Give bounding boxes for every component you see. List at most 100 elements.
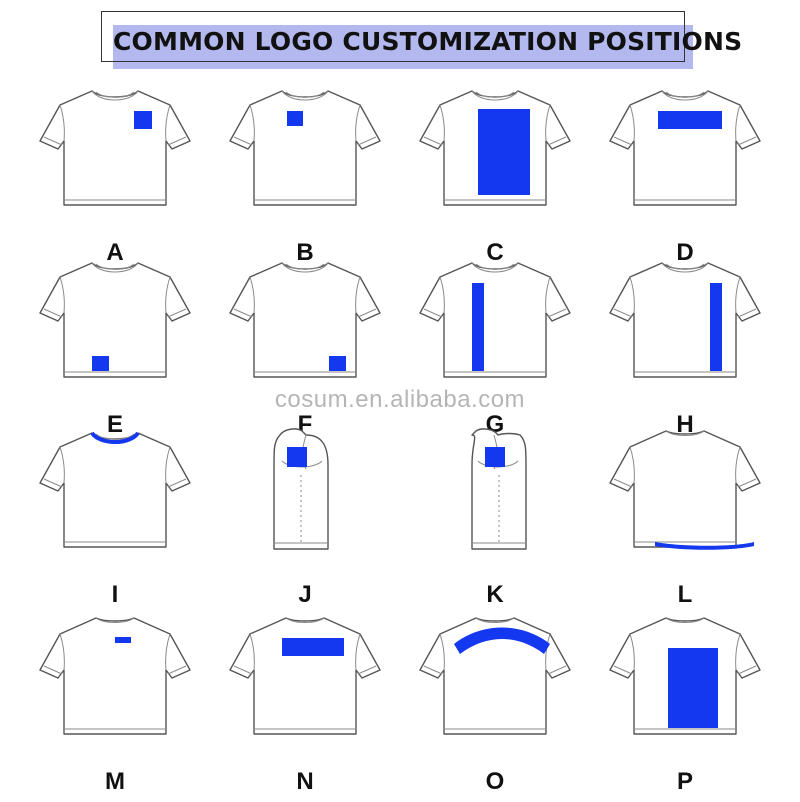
tshirt-outline [229,617,381,735]
tshirt-outline [39,432,191,548]
left-cuff-line [233,136,253,146]
tshirt-diagram-m [39,617,191,735]
collar-line [665,617,705,623]
left-armhole-line [59,104,65,142]
logo-layer [282,638,344,656]
collar-line [91,90,139,101]
tshirt-diagram-l [609,430,761,550]
position-o: O [400,612,590,802]
tshirt-diagram-a [39,90,191,206]
position-j: J [210,425,400,615]
logo-layer [454,627,550,654]
position-d: D [590,83,780,273]
logo-layer [92,356,109,371]
logo-layer [668,648,718,728]
logo-area-full-back [668,648,718,728]
position-b: B [210,83,400,273]
collar-inner-line [285,263,325,270]
right-armhole-line [735,446,741,484]
logo-layer [115,637,131,643]
right-cuff-line [737,665,757,675]
tshirt-diagram-o [419,617,571,735]
right-cuff-line [357,665,377,675]
position-letter: P [676,768,693,795]
right-armhole-line [355,276,361,314]
right-armhole-line [735,276,741,314]
collar-inner-line [285,91,325,98]
left-cuff-line [43,665,63,675]
logo-area-sleeve [287,447,307,467]
right-armhole-line [735,633,741,671]
right-cuff-line [737,478,757,488]
tshirt-diagram-d [609,90,761,206]
right-armhole-line [165,276,171,314]
left-cuff-line [233,308,253,318]
collar-line [281,90,329,101]
right-cuff-line [547,308,567,318]
right-cuff-line [167,478,187,488]
logo-area-bottom-left-hem [92,356,109,371]
tshirt-diagram-p [609,617,761,735]
right-cuff-line [737,308,757,318]
collar-line [95,617,135,623]
left-cuff-line [423,136,443,146]
position-m: M [20,612,210,802]
left-armhole-line [59,276,65,314]
logo-area-neck-small [115,637,131,643]
right-cuff-line [357,308,377,318]
collar-line [281,262,329,273]
left-armhole-line [629,446,635,484]
tshirt-outline [609,262,761,378]
left-armhole-line [439,104,445,142]
left-cuff-line [423,665,443,675]
tshirt-outline [609,430,761,548]
tshirt-outline [229,90,381,206]
logo-layer [134,111,152,129]
position-letter: H [676,411,694,438]
tshirt-outline [419,262,571,378]
right-cuff-line [167,308,187,318]
logo-layer [329,356,346,371]
collar-line [665,430,705,436]
tshirt-diagram-f [229,262,381,378]
tshirt-outline [609,90,761,206]
tshirt-diagram-e [39,262,191,378]
right-armhole-line [355,633,361,671]
collar-inner-line [95,263,135,270]
logo-layer [90,431,140,444]
position-k: K [400,425,590,615]
logo-layer [658,111,722,129]
tshirt-outline [39,617,191,735]
logo-area-left-chest-small [287,111,303,126]
collar-line [661,90,709,101]
watermark: cosum.en.alibaba.com [274,386,526,413]
position-p: P [590,612,780,802]
position-letter: E [106,411,123,438]
collar-line [285,617,325,623]
position-f: F [210,255,400,445]
logo-area-bottom-right-hem [329,356,346,371]
collar-inner-line [665,91,705,98]
tshirt-diagram-c [419,90,571,206]
position-letter: A [106,239,124,266]
tshirt-outline [229,262,381,378]
position-l: L [590,425,780,615]
tshirt-diagram-k [471,428,527,550]
collar-line [91,262,139,273]
page-title: COMMON LOGO CUSTOMIZATION POSITIONS [113,27,743,56]
position-h: H [590,255,780,445]
left-cuff-line [613,136,633,146]
position-letter: B [296,239,314,266]
position-letter: C [486,239,504,266]
logo-layer [485,447,505,467]
title-frame [101,11,685,62]
right-armhole-line [355,104,361,142]
logo-layer [655,542,754,550]
left-armhole-line [629,633,635,671]
right-cuff-line [547,665,567,675]
collar-inner-line [665,263,705,270]
logo-area-hem-band [655,542,754,550]
left-cuff-line [613,665,633,675]
tshirt-diagram-j [273,428,329,550]
logo-area-collar [90,431,140,444]
